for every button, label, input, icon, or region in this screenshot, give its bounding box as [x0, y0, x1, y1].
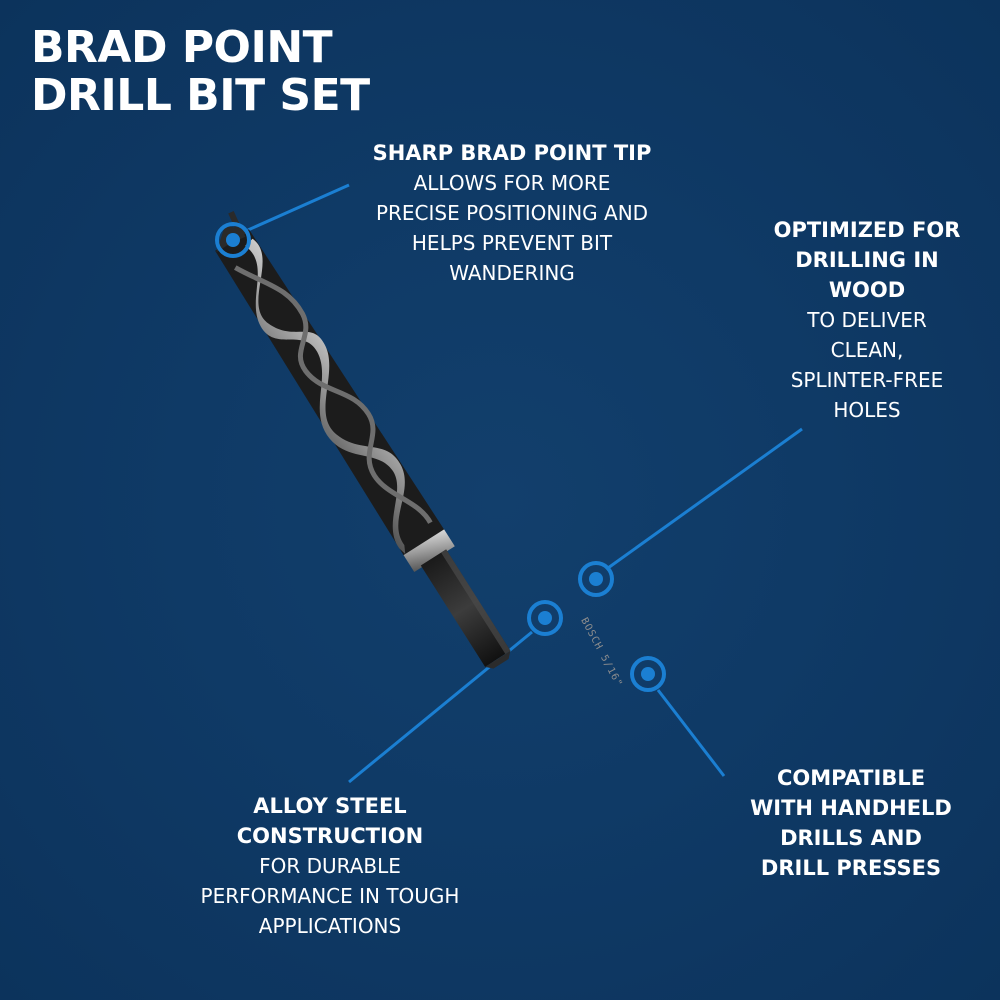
callout-compatibility: COMPATIBLE WITH HANDHELD DRILLS AND DRIL… [726, 763, 976, 883]
callout-marker-icon [215, 222, 251, 258]
callout-body-line: APPLICATIONS [258, 914, 402, 938]
leader-line-wood [607, 427, 803, 570]
callout-heading: WITH HANDHELD [750, 796, 952, 820]
callout-heading: DRILLING IN [795, 248, 939, 272]
callout-body-line: HELPS PREVENT BIT [411, 231, 613, 255]
callout-marker-icon [527, 600, 563, 636]
callout-body-line: SPLINTER-FREE [790, 368, 944, 392]
callout-body-line: TO DELIVER [807, 308, 927, 332]
page-title: BRAD POINT DRILL BIT SET [31, 24, 370, 120]
title-line-2: DRILL BIT SET [31, 70, 370, 121]
callout-marker-icon [630, 656, 666, 692]
callout-body-line: ALLOWS FOR MORE [413, 171, 611, 195]
callout-body-line: PRECISE POSITIONING AND [375, 201, 649, 225]
leader-line-compat [656, 689, 726, 777]
callout-heading: COMPATIBLE [776, 766, 926, 790]
callout-alloy-steel: ALLOY STEEL CONSTRUCTION FOR DURABLE PER… [160, 791, 500, 941]
title-line-1: BRAD POINT [31, 22, 333, 73]
callout-heading: OPTIMIZED FOR [773, 218, 961, 242]
callout-optimized-for-wood: OPTIMIZED FOR DRILLING IN WOOD TO DELIVE… [752, 215, 982, 425]
callout-body-line: PERFORMANCE IN TOUGH [200, 884, 460, 908]
callout-heading: SHARP BRAD POINT TIP [372, 141, 652, 165]
drill-bit [215, 211, 511, 669]
callout-heading: ALLOY STEEL [253, 794, 407, 818]
callout-heading: DRILL PRESSES [760, 856, 942, 880]
callout-body-line: HOLES [833, 398, 901, 422]
callout-heading: DRILLS AND [780, 826, 922, 850]
callout-heading: WOOD [828, 278, 906, 302]
callout-body-line: FOR DURABLE [259, 854, 401, 878]
callout-body-line: WANDERING [449, 261, 575, 285]
callout-heading: CONSTRUCTION [236, 824, 424, 848]
callout-body-line: CLEAN, [830, 338, 904, 362]
callout-brad-point-tip: SHARP BRAD POINT TIP ALLOWS FOR MORE PRE… [342, 138, 682, 288]
callout-marker-icon [578, 561, 614, 597]
leader-line-tip [247, 183, 350, 232]
